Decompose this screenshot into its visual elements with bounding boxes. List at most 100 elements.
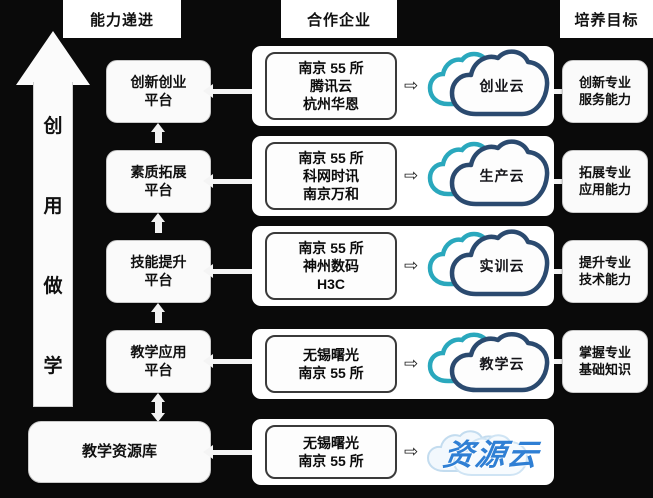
cloud-icon	[427, 49, 550, 117]
platform-label-line1: 教学应用	[130, 344, 187, 360]
arrow-char-3: 学	[43, 356, 63, 378]
goal-box-4[interactable]: 掌握专业 基础知识	[562, 330, 648, 393]
platform-label-line1: 技能提升	[130, 254, 187, 270]
connector-partner-to-platform-3	[203, 264, 252, 278]
cloud-label-3: 实训云	[479, 258, 525, 274]
ability-progression-arrow: 创 用 做 学	[16, 31, 90, 407]
connector-to-goal-1	[554, 89, 563, 94]
arrow-label-stack: 创 用 做 学	[33, 82, 73, 407]
arrow-tip-left-icon	[203, 354, 213, 368]
partner-line-2: 腾讯云	[310, 77, 352, 94]
right-arrow-icon: ⇨	[404, 166, 419, 185]
partner-line-1: 无锡曙光	[303, 346, 359, 363]
connector-partner-to-platform-1	[203, 84, 252, 98]
arrow-char-0: 创	[43, 115, 63, 137]
arrow-tip-up-icon	[151, 123, 165, 132]
goal-label-line1: 提升专业	[578, 255, 631, 271]
platform-box-quality[interactable]: 素质拓展 平台	[106, 150, 211, 213]
partner-line-1: 南京 55 所	[298, 59, 364, 76]
cloud-icon	[426, 430, 529, 476]
connector-to-goal-2	[554, 179, 563, 184]
goal-label-line2: 技术能力	[578, 271, 631, 287]
platform-box-skill[interactable]: 技能提升 平台	[106, 240, 211, 303]
header-label-goal: 培养目标	[560, 0, 653, 38]
arrow-tip-left-icon	[203, 84, 213, 98]
arrow-char-1: 用	[43, 195, 63, 217]
cloud-label-1: 创业云	[479, 78, 525, 94]
partner-card-5[interactable]: 无锡曙光 南京 55 所	[265, 425, 397, 479]
arrow-head-icon	[16, 31, 90, 85]
platform-label-line2: 平台	[144, 91, 173, 108]
arrow-char-2: 做	[43, 276, 63, 298]
connector-arrow-up-3	[151, 303, 165, 323]
platform-label-line1: 创新创业	[130, 74, 187, 90]
cloud-graphic-3: 实训云	[424, 226, 550, 306]
cloud-graphic-2: 生产云	[424, 136, 550, 216]
cloud-icon	[427, 139, 550, 207]
goal-label-line1: 拓展专业	[578, 165, 631, 181]
arrow-tip-down-icon	[151, 413, 165, 422]
partner-line-3: H3C	[316, 276, 345, 293]
right-arrow-icon: ⇨	[404, 354, 419, 373]
partner-panel-row-1: 南京 55 所 腾讯云 杭州华恩 ⇨ 创业云	[252, 46, 554, 126]
arrow-tip-left-icon	[203, 174, 213, 188]
partner-panel-row-2: 南京 55 所 科网时讯 南京万和 ⇨ 生产云	[252, 136, 554, 216]
arrow-tip-up-icon	[151, 213, 165, 222]
partner-card-3[interactable]: 南京 55 所 神州数码 H3C	[265, 232, 397, 300]
connector-partner-to-platform-4	[203, 354, 252, 368]
connector-partner-to-platform-2	[203, 174, 252, 188]
right-arrow-icon: ⇨	[404, 256, 419, 275]
cloud-icon	[427, 229, 550, 297]
resource-cloud-logo: 资源云	[424, 419, 550, 485]
partner-line-2: 南京 55 所	[298, 453, 364, 469]
resource-cloud-wordmark: 资源云	[440, 439, 543, 472]
cloud-icon	[427, 332, 550, 393]
cloud-label-4: 教学云	[479, 356, 525, 372]
partner-panel-row-3: 南京 55 所 神州数码 H3C ⇨ 实训云	[252, 226, 554, 306]
arrow-tip-left-icon	[203, 445, 213, 459]
cloud-graphic-1: 创业云	[424, 46, 550, 126]
platform-label-line2: 平台	[144, 181, 173, 198]
goal-label-line2: 应用能力	[578, 181, 631, 197]
platform-label-line1: 素质拓展	[130, 164, 187, 180]
connector-arrow-up-2	[151, 213, 165, 233]
goal-label-line2: 基础知识	[578, 361, 631, 377]
partner-line-2: 科网时讯	[303, 167, 359, 184]
platform-box-teaching[interactable]: 教学应用 平台	[106, 330, 211, 393]
platform-box-innovation[interactable]: 创新创业 平台	[106, 60, 211, 123]
partner-line-2: 神州数码	[303, 257, 359, 274]
arrow-tip-up-icon	[151, 303, 165, 312]
partner-panel-row-4: 无锡曙光 南京 55 所 ⇨ 教学云	[252, 329, 554, 399]
partner-line-1: 无锡曙光	[303, 434, 359, 451]
partner-line-3: 南京万和	[303, 186, 359, 203]
right-arrow-icon: ⇨	[404, 442, 419, 461]
goal-box-1[interactable]: 创新专业 服务能力	[562, 60, 648, 123]
partner-panel-row-5: 无锡曙光 南京 55 所 ⇨ 资源云	[252, 419, 554, 485]
connector-to-goal-4	[554, 359, 563, 364]
goal-label-line2: 服务能力	[578, 91, 631, 107]
repository-box[interactable]: 教学资源库	[28, 421, 211, 483]
header-label-partner: 合作企业	[281, 0, 397, 38]
goal-label-line1: 掌握专业	[578, 345, 631, 361]
cloud-label-2: 生产云	[479, 168, 525, 184]
repository-label: 教学资源库	[81, 442, 157, 460]
partner-line-1: 南京 55 所	[298, 239, 364, 256]
goal-label-line1: 创新专业	[578, 75, 631, 91]
right-arrow-icon: ⇨	[404, 76, 419, 95]
partner-card-1[interactable]: 南京 55 所 腾讯云 杭州华恩	[265, 52, 397, 120]
arrow-tip-up-icon	[151, 393, 165, 402]
connector-partner-to-repository	[203, 445, 252, 459]
partner-card-4[interactable]: 无锡曙光 南京 55 所	[265, 335, 397, 393]
goal-box-2[interactable]: 拓展专业 应用能力	[562, 150, 648, 213]
partner-line-3: 杭州华恩	[303, 96, 359, 113]
platform-label-line2: 平台	[144, 361, 173, 378]
connector-arrow-bidirectional	[151, 393, 165, 422]
connector-arrow-up-1	[151, 123, 165, 143]
partner-line-1: 南京 55 所	[298, 149, 364, 166]
arrow-tip-left-icon	[203, 264, 213, 278]
goal-box-3[interactable]: 提升专业 技术能力	[562, 240, 648, 303]
partner-line-2: 南京 55 所	[298, 365, 364, 381]
partner-card-2[interactable]: 南京 55 所 科网时讯 南京万和	[265, 142, 397, 210]
connector-to-goal-3	[554, 269, 563, 274]
